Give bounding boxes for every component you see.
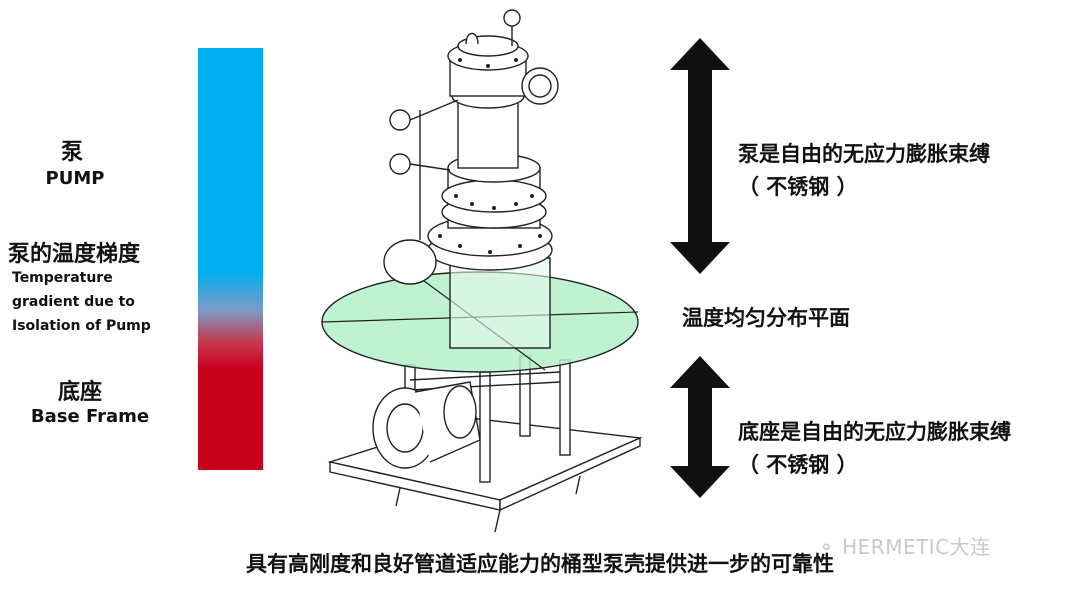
upper-double-arrow [670,38,730,274]
base-label-cn: 底座 [57,380,102,405]
inlet-flange [372,381,481,469]
gradient-label-en-2: gradient due to [12,294,135,310]
pump-free-line2: （ 不锈钢 ） [738,175,858,199]
base-label-en: Base Frame [30,406,150,427]
flange-bolts [438,58,542,254]
wechat-icon: ⚬ [818,535,843,559]
pressure-gauges [389,99,459,240]
temperature-gradient-bar [198,48,263,470]
pump-free-line1: 泵是自由的无应力膨胀束缚 [738,142,990,166]
bottom-caption: 具有高刚度和良好管道适应能力的桶型泵壳提供进一步的可靠性 [246,552,834,576]
watermark-text: HERMETIC大连 [842,535,991,559]
gradient-label-en-1: Temperature [12,270,113,286]
base-free-line1: 底座是自由的无应力膨胀束缚 [738,420,1011,444]
gradient-label-cn: 泵的温度梯度 [8,242,141,267]
uniform-temperature-plane-label: 温度均匀分布平面 [682,306,850,330]
pump-label-cn: 泵 [60,140,83,165]
watermark: ⚬ HERMETIC大连 [818,531,991,560]
gradient-label-en-3: Isolation of Pump [12,318,151,334]
pump-free-expansion-label: 泵是自由的无应力膨胀束缚 （ 不锈钢 ） [738,138,990,204]
base-free-expansion-label: 底座是自由的无应力膨胀束缚 （ 不锈钢 ） [738,416,1011,482]
pump-label-en: PUMP [45,168,105,189]
pump-upper-column [447,9,559,169]
base-free-line2: （ 不锈钢 ） [738,453,858,477]
lower-double-arrow [670,356,730,498]
